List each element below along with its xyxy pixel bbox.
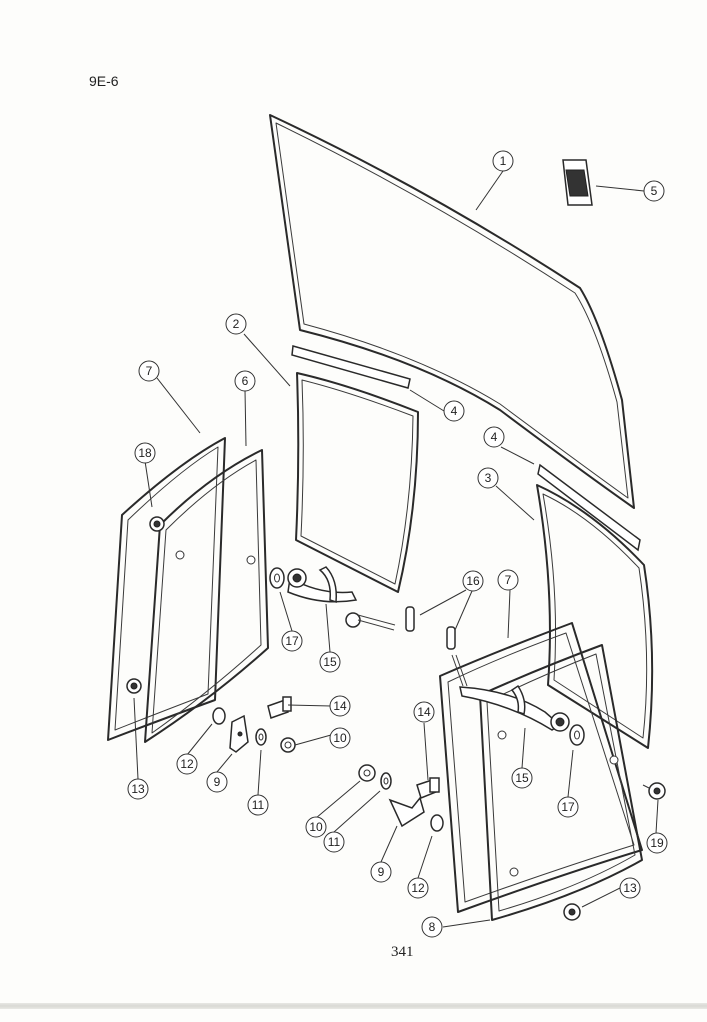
part-13-fastener-right [563,903,581,921]
svg-text:15: 15 [515,771,529,785]
part-15-latch-left [287,566,396,631]
svg-text:3: 3 [485,471,492,485]
callout-19: 19 [646,832,668,854]
part-4-weatherstrip-upper [291,345,411,389]
svg-text:4: 4 [451,404,458,418]
callout-13: 13 [619,877,641,899]
part-19-fastener [642,782,666,800]
part-10-nut-right [358,764,376,782]
callout-14: 14 [413,701,435,723]
callout-8: 8 [421,916,443,938]
part-17-washer-right [569,724,585,746]
callout-7: 7 [497,569,519,591]
callout-5: 5 [643,180,665,202]
page-code: 9E-6 [89,73,119,89]
callout-12: 12 [176,753,198,775]
callout-9: 9 [206,771,228,793]
part-10-nut-left [280,737,296,753]
svg-text:4: 4 [491,430,498,444]
svg-text:19: 19 [650,836,664,850]
svg-text:10: 10 [333,731,347,745]
part-15-latch-right [451,654,570,732]
callout-6: 6 [234,370,256,392]
part-3-door-glass [536,484,654,749]
svg-text:6: 6 [242,374,249,388]
callout-12: 12 [407,877,429,899]
svg-text:18: 18 [138,446,152,460]
part-8-right-glass [479,644,643,921]
callout-16: 16 [462,570,484,592]
part-12-washer-right [430,814,444,832]
callout-7: 7 [138,360,160,382]
svg-text:13: 13 [623,881,637,895]
scan-edge [0,1003,707,1009]
svg-text:2: 2 [233,317,240,331]
callout-10: 10 [329,727,351,749]
callout-15: 15 [319,651,341,673]
part-17-washer-left [269,567,285,589]
svg-text:9: 9 [214,775,221,789]
callout-3: 3 [477,467,499,489]
part-7-right-frame [439,622,643,913]
svg-text:13: 13 [131,782,145,796]
part-11-washer-left [255,728,267,746]
svg-text:11: 11 [252,798,265,812]
svg-text:16: 16 [466,574,480,588]
page-number: 341 [391,944,414,960]
svg-text:17: 17 [285,634,299,648]
callout-10: 10 [305,816,327,838]
callout-9: 9 [370,861,392,883]
part-6-left-glass [144,449,269,743]
part-2-door-glass [295,372,419,593]
callout-11: 11 [247,794,269,816]
svg-text:11: 11 [328,835,341,849]
part-12-washer-left [212,707,226,725]
svg-text:12: 12 [180,757,194,771]
svg-text:10: 10 [309,820,323,834]
callout-14: 14 [329,695,351,717]
callout-4: 4 [483,426,505,448]
svg-text:8: 8 [429,920,436,934]
leader-lines [133,170,659,928]
svg-text:15: 15 [323,655,337,669]
part-16-pin-a [405,606,415,632]
part-4-weatherstrip-lower [537,463,641,552]
callout-13: 13 [127,778,149,800]
callout-18: 18 [134,442,156,464]
svg-text:9: 9 [378,865,385,879]
part-14-bolt-left [267,696,292,719]
part-9-bracket-left [229,714,249,753]
part-13-fastener-left [126,678,142,694]
svg-text:14: 14 [333,699,347,713]
callout-2: 2 [225,313,247,335]
callout-11: 11 [323,831,345,853]
part-5-clip [562,159,593,206]
callout-15: 15 [511,767,533,789]
callout-17: 17 [281,630,303,652]
svg-text:17: 17 [561,800,575,814]
callout-4: 4 [443,400,465,422]
svg-text:14: 14 [417,705,431,719]
part-11-washer-right [380,772,392,790]
svg-text:5: 5 [651,184,658,198]
svg-text:12: 12 [411,881,425,895]
callout-1: 1 [492,150,514,172]
part-1-windshield-glass [269,114,635,509]
part-16-pin-b [446,626,456,650]
part-18-fastener [149,516,165,532]
svg-text:1: 1 [500,154,507,168]
svg-text:7: 7 [505,573,512,587]
part-9-bracket-right [388,796,425,828]
part-14-bolt-right [416,777,440,799]
svg-text:7: 7 [146,364,153,378]
callout-17: 17 [557,796,579,818]
